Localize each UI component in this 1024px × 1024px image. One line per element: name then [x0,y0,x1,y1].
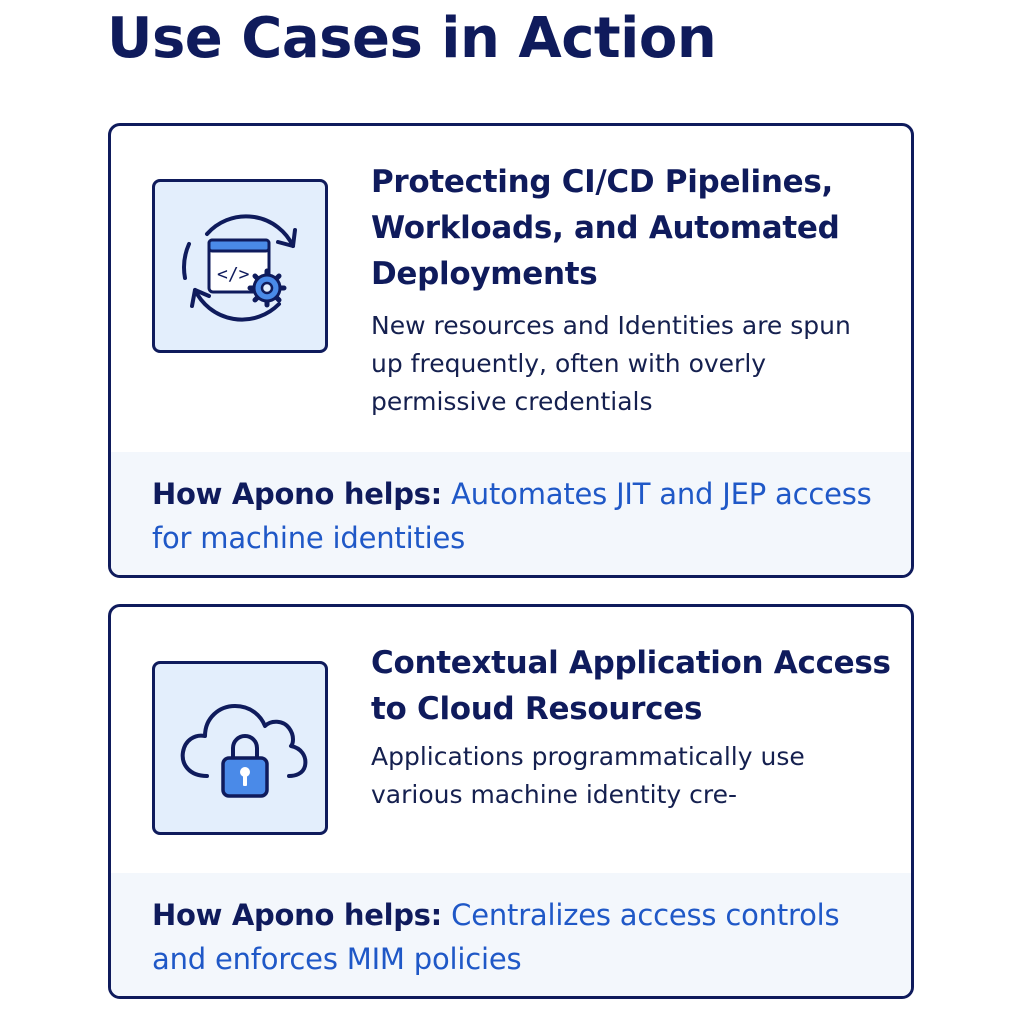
code-window-cycle-gear-icon: </> [152,179,328,353]
svg-text:</>: </> [217,264,250,285]
card-description: Applications programmatically use variou… [371,742,805,809]
card-description: New resources and Identities are spun up… [371,311,851,416]
cloud-lock-icon [152,661,328,835]
how-apono-helps-band: How Apono helps: Automates JIT and JEP a… [111,452,911,575]
use-case-card-cicd: </> Protecting CI/CD Pipelines, Workload… [108,123,914,578]
how-apono-helps-band: How Apono helps: Centralizes access cont… [111,873,911,996]
helps-label: How Apono helps: [152,477,442,511]
how-apono-helps: How Apono helps: Automates JIT and JEP a… [152,472,881,560]
helps-text: Centralizes access controls and enforces… [152,898,840,976]
helps-label: How Apono helps: [152,898,442,932]
page-title: Use Cases in Action [107,6,717,71]
how-apono-helps: How Apono helps: Centralizes access cont… [152,893,881,981]
card-title: Contextual Application Access to Cloud R… [371,645,891,727]
use-case-card-cloud-access: Contextual Application Access to Cloud R… [108,604,914,999]
helps-text: Automates JIT and JEP access for machine… [152,477,872,555]
card-title: Protecting CI/CD Pipelines, Workloads, a… [371,164,840,292]
